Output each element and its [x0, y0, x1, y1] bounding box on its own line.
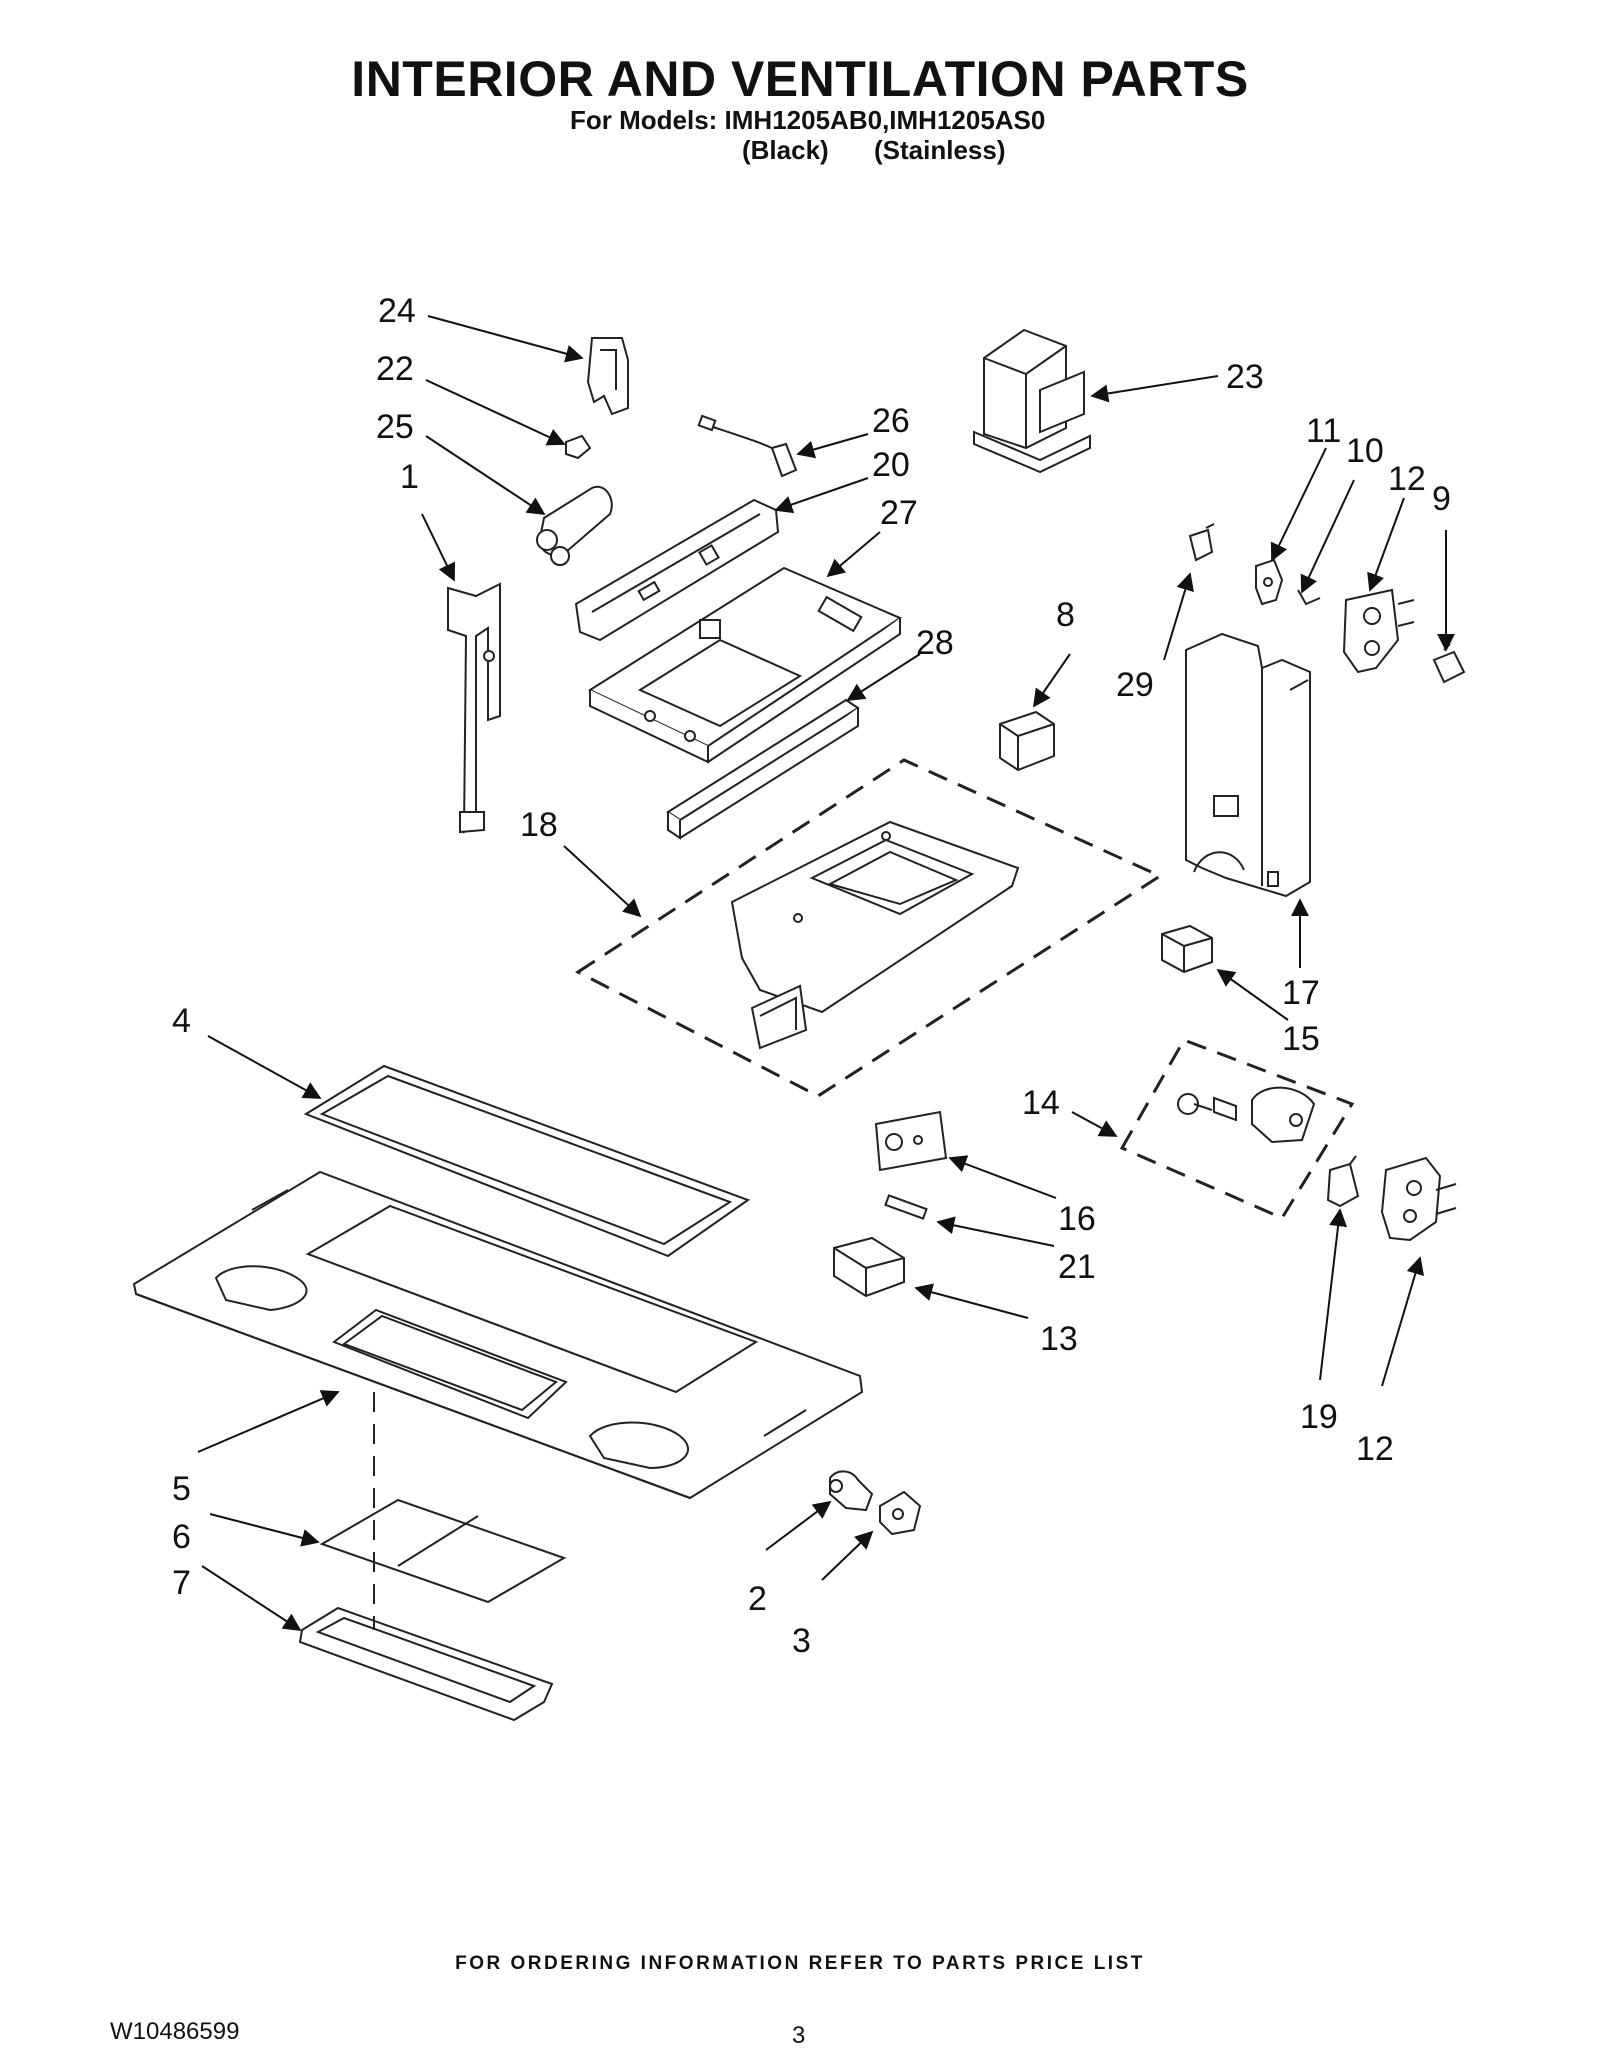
callout-5: 5	[172, 1470, 191, 1508]
group-14-box	[1119, 1038, 1355, 1220]
callout-12-bottom: 12	[1356, 1430, 1394, 1468]
callout-1: 1	[400, 458, 419, 496]
part-14-assembly	[1177, 1086, 1316, 1144]
part-28-bar	[666, 698, 860, 840]
part-21-fuse	[884, 1194, 928, 1220]
part-9-switch	[1432, 643, 1466, 684]
callout-20: 20	[872, 446, 910, 484]
callout-26: 26	[872, 402, 910, 440]
page-number: 3	[792, 2022, 806, 2049]
callout-23: 23	[1226, 358, 1264, 396]
callout-25: 25	[376, 408, 414, 446]
part-11-latch	[1255, 558, 1284, 606]
part-15-block	[1161, 924, 1213, 974]
part-12-latch-top	[1342, 588, 1415, 674]
part-18-duct	[730, 820, 1020, 1050]
part-25-capacitor	[536, 485, 613, 566]
document-number: W10486599	[110, 2018, 240, 2045]
callout-27: 27	[880, 494, 918, 532]
part-13-cube	[833, 1236, 905, 1298]
callout-15: 15	[1282, 1020, 1320, 1058]
callout-10: 10	[1346, 432, 1384, 470]
callout-12-top: 12	[1388, 460, 1426, 498]
callout-7: 7	[172, 1564, 191, 1602]
callout-4: 4	[172, 1002, 191, 1040]
callout-13: 13	[1040, 1320, 1078, 1358]
part-16-plate	[874, 1110, 948, 1172]
part-27-plate	[587, 566, 903, 764]
models-line: For Models: IMH1205AB0,IMH1205AS0	[570, 105, 1046, 135]
part-8-box	[999, 710, 1055, 772]
part-24-bracket	[586, 337, 629, 416]
ordering-note: FOR ORDERING INFORMATION REFER TO PARTS …	[455, 1953, 1145, 1974]
callout-29: 29	[1116, 666, 1154, 704]
callout-6: 6	[172, 1518, 191, 1556]
page-title: INTERIOR AND VENTILATION PARTS	[351, 51, 1249, 107]
callout-16: 16	[1058, 1200, 1096, 1238]
part-12-latch-bottom	[1380, 1156, 1457, 1242]
callout-14: 14	[1022, 1084, 1060, 1122]
callout-28: 28	[916, 624, 954, 662]
callout-labels: 24 22 25 1 26 20 27 23 11 10 12 9 8 29 2…	[172, 292, 1451, 1660]
callout-9: 9	[1432, 480, 1451, 518]
part-6-grille	[319, 1498, 567, 1604]
variant-black: (Black)	[742, 135, 829, 165]
callout-11: 11	[1306, 412, 1341, 450]
part-10-spring	[1297, 589, 1321, 606]
part-29-switch	[1188, 523, 1215, 562]
part-19-switch	[1326, 1155, 1360, 1208]
callout-17: 17	[1282, 974, 1320, 1012]
callout-21: 21	[1058, 1248, 1096, 1286]
callout-24: 24	[378, 292, 416, 330]
part-1-bracket	[447, 582, 501, 834]
part-2-socket	[829, 1470, 874, 1512]
part-5-bottom-panel	[132, 1170, 864, 1500]
callout-22: 22	[376, 350, 414, 388]
callout-8: 8	[1056, 596, 1075, 634]
callout-2: 2	[748, 1580, 767, 1618]
part-26-fuse	[697, 414, 798, 478]
callout-19: 19	[1300, 1398, 1338, 1436]
part-22-clip	[565, 434, 592, 460]
callout-18: 18	[520, 806, 558, 844]
part-17-housing	[1185, 632, 1311, 898]
part-7-frame	[298, 1606, 554, 1722]
part-23-transformer	[973, 328, 1091, 474]
variant-stainless: (Stainless)	[874, 135, 1006, 165]
part-4-filter	[303, 1064, 751, 1258]
callout-3: 3	[792, 1622, 811, 1660]
part-3-socket	[879, 1490, 922, 1536]
part-20-bracket	[574, 498, 780, 642]
group-18-box	[575, 758, 1164, 1098]
